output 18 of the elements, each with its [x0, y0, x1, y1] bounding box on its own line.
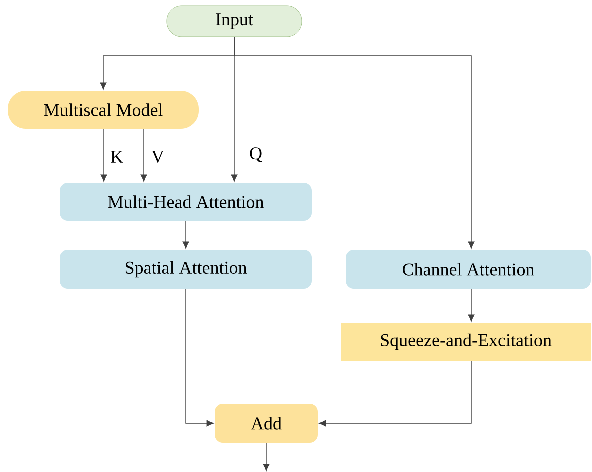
process-box: Channel Attention — [346, 250, 591, 289]
process-box: Spatial Attention — [60, 250, 312, 289]
add-box: Add — [215, 404, 318, 443]
input-box: Input — [166, 6, 302, 38]
process-box: Multi-Head Attention — [60, 183, 312, 221]
arrow — [140, 128, 148, 182]
arrow — [263, 442, 270, 472]
process-box: Squeeze-and-Excitation — [341, 323, 591, 361]
arrow — [234, 36, 475, 249]
arrow — [100, 128, 108, 182]
arrow — [186, 288, 214, 427]
arrow — [182, 220, 190, 249]
arrow — [468, 288, 475, 322]
edge-label: K — [110, 150, 124, 164]
edge-label: Q — [248, 146, 264, 164]
model-box: Multiscal Model — [8, 91, 199, 129]
edge-label: V — [150, 150, 166, 164]
arrow — [319, 360, 472, 427]
